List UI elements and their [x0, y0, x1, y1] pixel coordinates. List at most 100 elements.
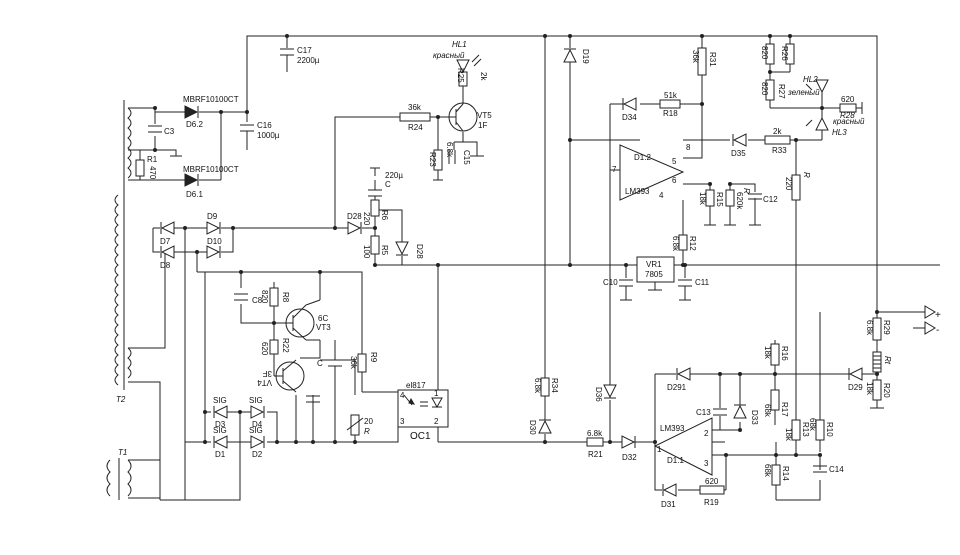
hl3-label: HL3: [832, 128, 847, 137]
r9-label: R9: [369, 352, 378, 363]
hl3-color-label: красный: [833, 117, 865, 126]
r33-label: R33: [772, 146, 787, 155]
r17-label: R17: [780, 402, 789, 417]
d61-label: D6.1: [186, 190, 203, 199]
diode-d4: [250, 405, 265, 419]
terminal-minus-label: -: [936, 325, 939, 336]
capacitor-c13: [713, 408, 727, 416]
terminal-minus: [924, 321, 936, 335]
c16-value: 1000µ: [257, 131, 280, 140]
r29-value: 6.8k: [865, 320, 874, 336]
resistor-r9: [357, 353, 367, 373]
diode-d9: [206, 221, 221, 235]
capacitor-c-vt4: [306, 395, 320, 442]
capacitor-c14: [813, 465, 827, 473]
resistor-r5: [370, 235, 380, 255]
capacitor-c3: [148, 125, 162, 133]
pin-8-top: 8: [686, 143, 691, 152]
diode-d31: [662, 483, 677, 497]
r-620k-value: 620k: [735, 192, 744, 210]
vr1-part-label: 7805: [645, 270, 663, 279]
resistor-r15: [705, 189, 715, 207]
r20-value: 18k: [865, 382, 874, 396]
r26-label: R26: [780, 46, 789, 61]
r34-label: R34: [550, 378, 559, 393]
resistor-r21: [586, 437, 604, 447]
pin-1-bottom: 1: [657, 445, 662, 454]
led-hl1: [456, 54, 482, 74]
d4-part-label: SIG: [249, 396, 263, 405]
d4-label: D4: [252, 420, 263, 429]
led-hl2: [805, 79, 829, 94]
d61-part-label: MBRF10100CT: [183, 165, 239, 174]
c8-label: C8: [252, 296, 263, 305]
pin-5-top: 5: [672, 157, 677, 166]
diode-d32: [621, 435, 636, 449]
c16-label: C16: [257, 121, 272, 130]
r6-label: R6: [380, 210, 389, 221]
comparator-d12: [619, 144, 685, 201]
r22-value: 620: [260, 342, 269, 356]
resistor-r10: [815, 419, 825, 441]
d34-label: D34: [622, 113, 637, 122]
c12-label: C12: [763, 195, 778, 204]
c15-label: C15: [462, 150, 471, 165]
resistor-r29: [872, 317, 882, 341]
d8-label: D8: [160, 261, 171, 270]
r28-value: 620: [841, 95, 855, 104]
d30-label: D30: [528, 420, 537, 435]
r23-label: R23: [428, 152, 437, 167]
d291-label: D291: [667, 383, 687, 392]
t2-label: T2: [116, 395, 126, 404]
r21-value: 6.8k: [587, 429, 603, 438]
diode-d28b: [395, 241, 409, 256]
terminal-plus-label: +: [935, 310, 941, 321]
resistor-r-var: [346, 414, 364, 436]
d19-label: D19: [581, 49, 590, 64]
oc-pin-1: 1: [434, 389, 439, 398]
resistor-r13: [791, 419, 801, 441]
r21-label: R21: [588, 450, 603, 459]
resistor-r27: [765, 79, 775, 101]
d2-part-label: SIG: [249, 426, 263, 435]
resistor-r22: [269, 339, 279, 355]
c17-value: 2200µ: [297, 56, 320, 65]
capacitor-c11: [678, 279, 692, 301]
diode-d8: [160, 245, 175, 259]
r1-value: 470: [148, 166, 157, 180]
r16-label: R16: [780, 346, 789, 361]
d7-label: D7: [160, 237, 171, 246]
rt-label: Rt: [883, 356, 892, 365]
lm393-top-label: LM393: [625, 187, 650, 196]
diode-d29: [848, 367, 863, 381]
diode-d35: [732, 133, 747, 147]
r-620k-label: R: [742, 188, 751, 194]
d1-part-label: SIG: [213, 426, 227, 435]
c11-label: C11: [695, 278, 710, 287]
pin-6-top: 6: [672, 176, 677, 185]
r12-value: 6.8k: [671, 236, 680, 252]
resistor-r16: [770, 343, 780, 366]
r14-value: 68k: [763, 464, 772, 478]
d11-label: D1.1: [667, 456, 684, 465]
r31-value: 36k: [691, 50, 700, 64]
hl2-color-label: зеленый: [787, 88, 820, 97]
oc1-part-label: el817: [406, 381, 426, 390]
r220-label: R: [802, 172, 811, 178]
resistor-r20: [870, 379, 884, 409]
d1-label: D1: [215, 450, 226, 459]
resistor-r12: [678, 234, 688, 251]
ground-marks: [170, 155, 761, 291]
r15-label: R15: [715, 192, 724, 207]
capacitor-c17: [280, 48, 294, 62]
vt3-type: 6C: [318, 314, 328, 323]
d29-label: D29: [848, 383, 863, 392]
diode-d61: [184, 173, 199, 187]
r23-value: 6.8k: [445, 142, 454, 158]
resistor-r31: [697, 47, 707, 76]
oc-pin-4: 4: [400, 391, 405, 400]
transistor-vt3: [285, 299, 321, 341]
d33-label: D33: [750, 410, 759, 425]
c17-label: C17: [297, 46, 312, 55]
diode-d291: [676, 367, 691, 381]
